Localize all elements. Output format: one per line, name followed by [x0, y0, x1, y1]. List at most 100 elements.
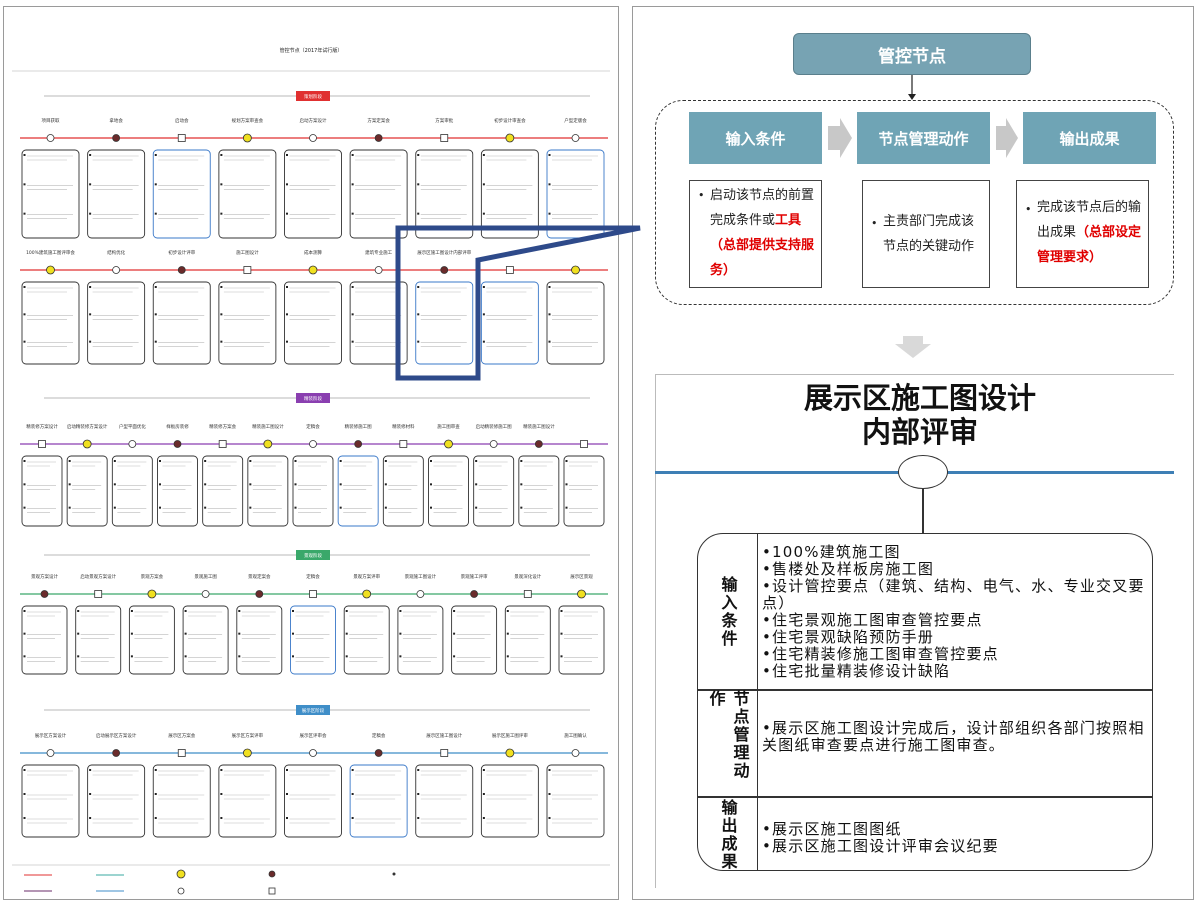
- overview-node-label: 项目获取: [42, 117, 60, 124]
- overview-node-label: 精装修方案设计: [26, 423, 58, 430]
- overview-card-bullet: [68, 483, 71, 486]
- overview-node-label: 精装修材料: [392, 423, 415, 430]
- overview-card-bullet: [220, 286, 223, 288]
- overview-node-label: 户型平面优化: [119, 423, 146, 430]
- overview-node-label: 景观施工图设计: [405, 573, 437, 580]
- overview-card-bullet: [506, 655, 509, 658]
- overview-node-label: 启动方案设计: [300, 117, 327, 124]
- overview-card-bullet: [345, 632, 348, 635]
- overview-card-bullet: [23, 313, 26, 316]
- overview-node-label: 启动景观方案设计: [80, 573, 116, 580]
- overview-card-bullet: [204, 460, 207, 462]
- overview-node-label: 景观施工评审: [461, 573, 488, 580]
- overview-node-label: 拿地会: [109, 117, 123, 124]
- output-item: •展示区施工图设计评审会议纪要: [762, 837, 999, 855]
- phase-tag-box: [296, 705, 330, 715]
- overview-card-bullet: [220, 212, 223, 215]
- step-head-output: 输出成果: [1023, 112, 1156, 164]
- overview-card-bullet: [159, 483, 161, 486]
- overview-card-bullet: [430, 483, 432, 486]
- overview-node-label: 精装施工图设计: [523, 423, 555, 430]
- overview-card-bullet: [286, 313, 288, 316]
- overview-card-bullet: [220, 769, 223, 771]
- overview-node-marker: [571, 134, 580, 142]
- row-content-input: •100%建筑施工图 •售楼处及样板房施工图 •设计管控要点（建筑、结构、电气、…: [758, 534, 1152, 689]
- overview-card-bullet: [238, 655, 241, 658]
- node-marker: [898, 455, 948, 489]
- overview-card-bullet: [560, 632, 563, 635]
- row-label-output: 输出成果: [698, 797, 758, 870]
- overview-card-bullet: [130, 610, 133, 612]
- overview-card-bullet: [154, 212, 157, 215]
- input-item: •住宅景观施工图审查管控要点: [762, 611, 983, 629]
- node-title: 展示区施工图设计 内部评审: [700, 381, 1140, 449]
- overview-page: 管控节点（2017年试行版）策划阶段项目获取拿地会启动会规划方案审查会启动方案设…: [3, 6, 619, 900]
- overview-card-bullet: [560, 610, 563, 612]
- overview-node-card: [21, 149, 80, 239]
- overview-card-bullet: [23, 632, 26, 635]
- overview-card-bullet: [220, 340, 223, 343]
- overview-node-marker: [571, 749, 580, 757]
- overview-card-bullet: [286, 817, 288, 819]
- overview-card-bullet: [417, 817, 420, 819]
- overview-node-marker: [177, 749, 186, 757]
- overview-card-bullet: [286, 154, 288, 156]
- overview-node-marker: [362, 589, 372, 599]
- overview-card-bullet: [430, 506, 432, 509]
- overview-node-marker: [38, 440, 46, 448]
- overview-card-bullet: [506, 632, 509, 635]
- overview-card-bullet: [113, 506, 116, 509]
- overview-node-label: 启动精装修施工图: [476, 423, 512, 430]
- row-content-action: •展示区施工图设计完成后，设计部组织各部门按照相关图纸审查要点进行施工图审查。: [758, 690, 1152, 796]
- overview-card-bullet: [23, 506, 26, 509]
- overview-card-bullet: [453, 610, 456, 612]
- overview-card-bullet: [89, 340, 92, 343]
- overview-card-bullet: [430, 460, 432, 462]
- step-head-input: 输入条件: [689, 112, 822, 164]
- step-input-red-text: 工具（总部提供支持服务）: [710, 213, 815, 278]
- overview-node-marker: [112, 134, 121, 142]
- overview-card-bullet: [520, 460, 523, 462]
- overview-node-label: 施工图审查: [437, 423, 460, 430]
- step-output-text: 完成该节点后的输出成果: [1037, 200, 1142, 240]
- overview-card-bullet: [220, 313, 223, 316]
- overview-node-marker: [505, 133, 515, 143]
- overview-card-bullet: [23, 212, 26, 215]
- overview-node-marker: [263, 439, 273, 449]
- overview-node-label: 定稿会: [306, 423, 320, 430]
- overview-card-bullet: [548, 212, 551, 215]
- overview-card-bullet: [77, 632, 80, 635]
- input-item: •住宅精装修施工图审查管控要点: [762, 645, 999, 663]
- overview-node-marker: [416, 590, 425, 598]
- phase-tag-box: [296, 550, 330, 560]
- overview-card-bullet: [399, 632, 402, 635]
- overview-card-bullet: [23, 286, 26, 288]
- overview-card-bullet: [89, 313, 92, 316]
- overview-card-bullet: [294, 460, 297, 462]
- overview-node-marker: [128, 440, 137, 448]
- overview-card-bullet: [384, 506, 387, 509]
- overview-node-marker: [177, 134, 186, 142]
- overview-card-bullet: [89, 769, 92, 771]
- overview-card-bullet: [565, 460, 568, 462]
- overview-card-bullet: [548, 793, 551, 795]
- overview-node-card: [343, 605, 390, 675]
- overview-card-bullet: [286, 286, 288, 288]
- overview-node-card: [21, 605, 68, 675]
- step-output-red-text: （总部设定管理要求）: [1037, 225, 1142, 265]
- overview-card-bullet: [154, 154, 157, 156]
- overview-card-bullet: [417, 769, 420, 771]
- overview-node-label: 景观定案会: [248, 573, 271, 580]
- phase-tag-text: 景观阶段: [304, 552, 322, 559]
- overview-node-card: [397, 605, 444, 675]
- overview-card-bullet: [286, 769, 288, 771]
- overview-card-bullet: [520, 506, 523, 509]
- overview-node-label: 方案定案会: [367, 117, 390, 124]
- overview-node-marker: [374, 266, 383, 274]
- input-item: •住宅景观缺陷预防手册: [762, 628, 935, 646]
- overview-node-label: 展示区方案会: [168, 732, 195, 739]
- overview-node-label: 启动精装修方案设计: [67, 423, 108, 430]
- overview-card-bullet: [482, 769, 485, 771]
- overview-node-card: [236, 605, 283, 675]
- overview-card-bullet: [89, 212, 92, 215]
